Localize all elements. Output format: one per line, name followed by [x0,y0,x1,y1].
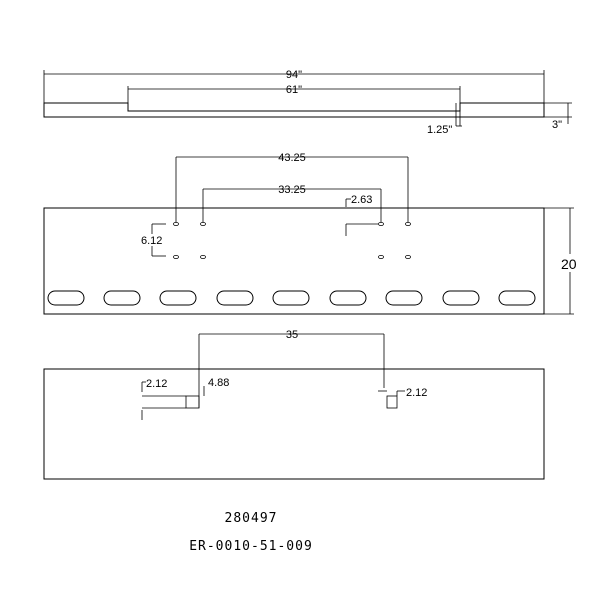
slot [442,290,480,306]
hole-span-inner-label: 33.25 [278,184,306,196]
mounting-hole [173,254,179,259]
mounting-hole [378,254,384,259]
thickness-label: 3" [552,119,562,131]
hole-vertical-label: 6.12 [141,235,162,247]
slots [47,290,536,306]
hole-offset-label: 2.63 [351,194,372,206]
slot [159,290,197,306]
right-notch [386,395,398,409]
slot [498,290,536,306]
slot [385,290,423,306]
mounting-hole [378,221,384,226]
mounting-hole [173,221,179,226]
mounting-hole [405,254,411,259]
front-panel-outline [43,207,545,315]
slot [47,290,85,306]
bottom-right-offset-label: 2.12 [406,387,427,399]
bottom-left-offset-label: 2.12 [146,378,167,390]
slot [272,290,310,306]
mounting-hole [200,254,206,259]
mounting-hole [405,221,411,226]
inner-length-label: 61" [286,84,302,96]
overall-length-label: 94" [286,69,302,81]
mounting-hole [200,221,206,226]
height-label: 20 [561,256,577,272]
slot [103,290,141,306]
bottom-view: 35 2.12 4.88 2.12 [43,329,545,480]
drawing-number: ER-0010-51-009 [189,539,313,554]
top-view: 94" 61" 1.25" 3" [43,69,572,136]
front-view: 43.25 33.25 2.63 6.12 [43,152,577,315]
bottom-panel-outline [43,368,545,480]
hole-span-outer-label: 43.25 [278,152,306,164]
bottom-left-height-label: 4.88 [208,377,229,389]
plank-outline [43,102,545,118]
slot [329,290,367,306]
slot [216,290,254,306]
part-number: 280497 [225,511,278,526]
bottom-span-label: 35 [286,329,298,341]
mounting-holes [173,221,411,259]
step-offset-label: 1.25" [427,124,452,136]
left-notch [185,395,200,409]
